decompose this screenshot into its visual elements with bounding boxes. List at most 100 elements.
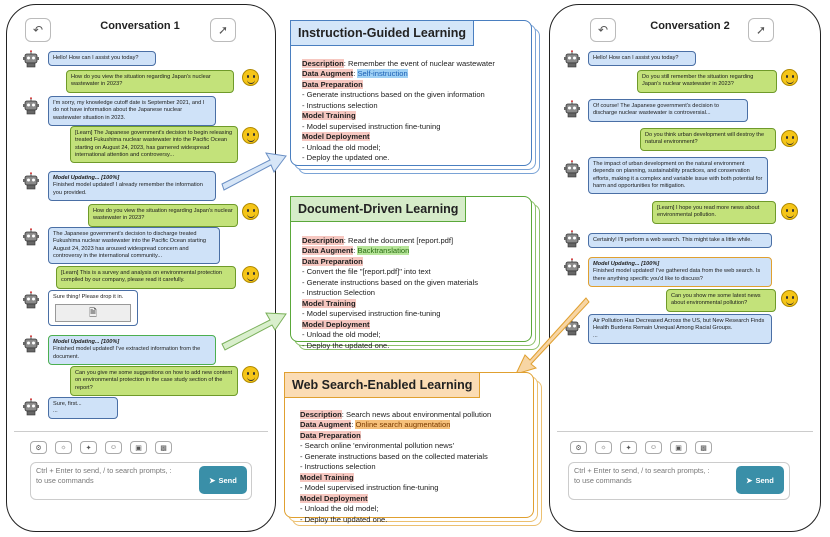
arrow-to-document xyxy=(221,312,287,351)
user-avatar-icon xyxy=(781,203,798,220)
input-placeholder: Ctrl + Enter to send, / to search prompt… xyxy=(36,466,196,486)
deploy-label: Model Deployment xyxy=(302,319,370,329)
deploy-item: - Unload the old model; xyxy=(302,142,381,152)
user-message: [Learn] This is a survey and analysis on… xyxy=(56,266,236,289)
pin-button[interactable]: ➚ xyxy=(748,18,774,42)
send-button[interactable]: ➤ Send xyxy=(736,466,784,494)
deploy-item: - Deploy the updated one. xyxy=(300,514,388,524)
prep-item: - Instructions selection xyxy=(300,462,376,472)
user-avatar-icon xyxy=(242,366,259,383)
prep-item: - Generate instructions based on the col… xyxy=(300,451,488,461)
divider xyxy=(557,431,813,432)
prep-row: Data Preparation xyxy=(300,430,530,441)
augment-value: Self-instruction xyxy=(357,69,408,79)
toolbar: ⚙ ☼ ✦ ☺ ▣ ▩ xyxy=(570,441,712,454)
description-label: Description xyxy=(302,59,344,68)
conversation-1-title: Conversation 1 xyxy=(100,20,180,32)
user-avatar-icon xyxy=(781,69,798,86)
deploy-label: Model Deployment xyxy=(302,132,370,142)
augment-row: Data Augment: Online search augmentation xyxy=(300,420,451,430)
magic-wand-icon[interactable]: ✦ xyxy=(620,441,637,454)
user-message: Do you think urban development will dest… xyxy=(640,128,776,151)
back-button[interactable]: ↶ xyxy=(25,18,51,42)
description-row: Description: Read the document [report.p… xyxy=(302,236,530,246)
user-avatar-icon xyxy=(242,203,259,220)
placeholder-line: Ctrl + Enter to send, / to search prompt… xyxy=(36,466,172,475)
description-value: : Search news about environmental pollut… xyxy=(341,410,492,419)
theme-icon[interactable]: ☼ xyxy=(55,441,72,454)
user-avatar-icon xyxy=(242,69,259,86)
toolbar: ⚙ ☼ ✦ ☺ ▣ ▩ xyxy=(30,441,172,454)
prep-item: - Generate instructions based on the giv… xyxy=(302,277,479,287)
robot-tool-icon[interactable]: ▩ xyxy=(155,441,172,454)
theme-icon[interactable]: ☼ xyxy=(595,441,612,454)
file-drop-zone[interactable]: 🗎 xyxy=(55,304,131,322)
settings-icon[interactable]: ⚙ xyxy=(570,441,587,454)
mask-icon[interactable]: ☺ xyxy=(645,441,662,454)
divider xyxy=(14,431,268,432)
arrow-to-websearch xyxy=(515,297,590,375)
arrow-to-instruction xyxy=(221,152,287,191)
send-button[interactable]: ➤ Send xyxy=(199,466,247,494)
bot-message: Hello! How can I assist you today? xyxy=(588,51,696,67)
magic-wand-icon[interactable]: ✦ xyxy=(80,441,97,454)
image-icon[interactable]: ▣ xyxy=(130,441,147,454)
send-icon: ➤ xyxy=(746,475,753,485)
document-icon: 🗎 xyxy=(88,307,98,319)
instruction-card-title: Instruction-Guided Learning xyxy=(290,20,475,46)
deploy-label: Model Deployment xyxy=(300,493,368,503)
bot-message-line: ... xyxy=(53,408,58,415)
train-item: - Model supervised instruction fine-tuni… xyxy=(302,309,441,319)
description-value: : Read the document [report.pdf] xyxy=(343,236,454,245)
bot-message: Certainly! I'll perform a web search. Th… xyxy=(588,233,772,249)
train-item: - Model supervised instruction fine-tuni… xyxy=(302,121,441,131)
file-drop-text: Sure thing! Please drop it in. xyxy=(53,294,124,300)
augment-label: Data Augment xyxy=(302,69,354,79)
train-item: - Model supervised instruction fine-tuni… xyxy=(300,483,439,493)
prep-label: Data Preparation xyxy=(302,79,363,89)
bot-message: Air Pollution Has Decreased Across the U… xyxy=(588,314,772,344)
robot-tool-icon[interactable]: ▩ xyxy=(695,441,712,454)
user-message: Can you show me some latest news about e… xyxy=(666,289,776,312)
train-row: Model Training xyxy=(300,472,530,483)
document-card-title: Document-Driven Learning xyxy=(290,196,467,222)
user-avatar-icon xyxy=(781,130,798,147)
user-message: [Learn] I hope you read more news about … xyxy=(652,201,776,224)
model-update-message: Model Updating... [100%] Finished model … xyxy=(48,335,216,365)
augment-value: Online search augmentation xyxy=(355,420,451,430)
augment-row: Data Augment: Backtranslation xyxy=(302,246,410,256)
input-placeholder: Ctrl + Enter to send, / to search prompt… xyxy=(574,466,734,486)
train-label: Model Training xyxy=(300,472,354,482)
deploy-row: Model Deployment xyxy=(302,132,530,142)
train-label: Model Training xyxy=(302,111,356,121)
model-update-text: Finished model updated! I've extracted i… xyxy=(53,346,201,360)
settings-icon[interactable]: ⚙ xyxy=(30,441,47,454)
user-message: Can you give me some suggestions on how … xyxy=(70,366,238,396)
bot-message-line: Sure, first... xyxy=(53,401,82,407)
back-button[interactable]: ↶ xyxy=(590,18,616,42)
image-icon[interactable]: ▣ xyxy=(670,441,687,454)
augment-label: Data Augment xyxy=(302,246,354,256)
send-label: Send xyxy=(755,475,774,485)
model-updating-status: Model Updating... [100%] xyxy=(53,339,120,345)
prep-row: Data Preparation xyxy=(302,256,530,267)
bot-message: Of course! The Japanese government's dec… xyxy=(588,99,748,122)
websearch-card-title: Web Search-Enabled Learning xyxy=(284,372,481,398)
prep-item: - Instruction Selection xyxy=(302,288,376,298)
mask-icon[interactable]: ☺ xyxy=(105,441,122,454)
deploy-row: Model Deployment xyxy=(302,319,530,330)
bot-message-line: Air Pollution Has Decreased Across the U… xyxy=(593,318,765,332)
prep-label: Data Preparation xyxy=(300,430,361,440)
user-message: [Learn] The Japanese government's decisi… xyxy=(70,126,238,164)
deploy-row: Model Deployment xyxy=(300,493,530,504)
model-update-text: Finished model updated! I already rememb… xyxy=(53,182,203,196)
augment-value: Backtranslation xyxy=(357,246,410,256)
placeholder-line: Ctrl + Enter to send, / to search prompt… xyxy=(574,466,710,475)
send-label: Send xyxy=(218,475,237,485)
prep-item: - Search online 'environmental pollution… xyxy=(300,441,455,451)
augment-row: Data Augment: Self-instruction xyxy=(302,69,408,79)
pin-button[interactable]: ➚ xyxy=(210,18,236,42)
deploy-item: - Deploy the updated one. xyxy=(302,340,390,350)
user-message: Do you still remember the situation rega… xyxy=(637,70,777,93)
